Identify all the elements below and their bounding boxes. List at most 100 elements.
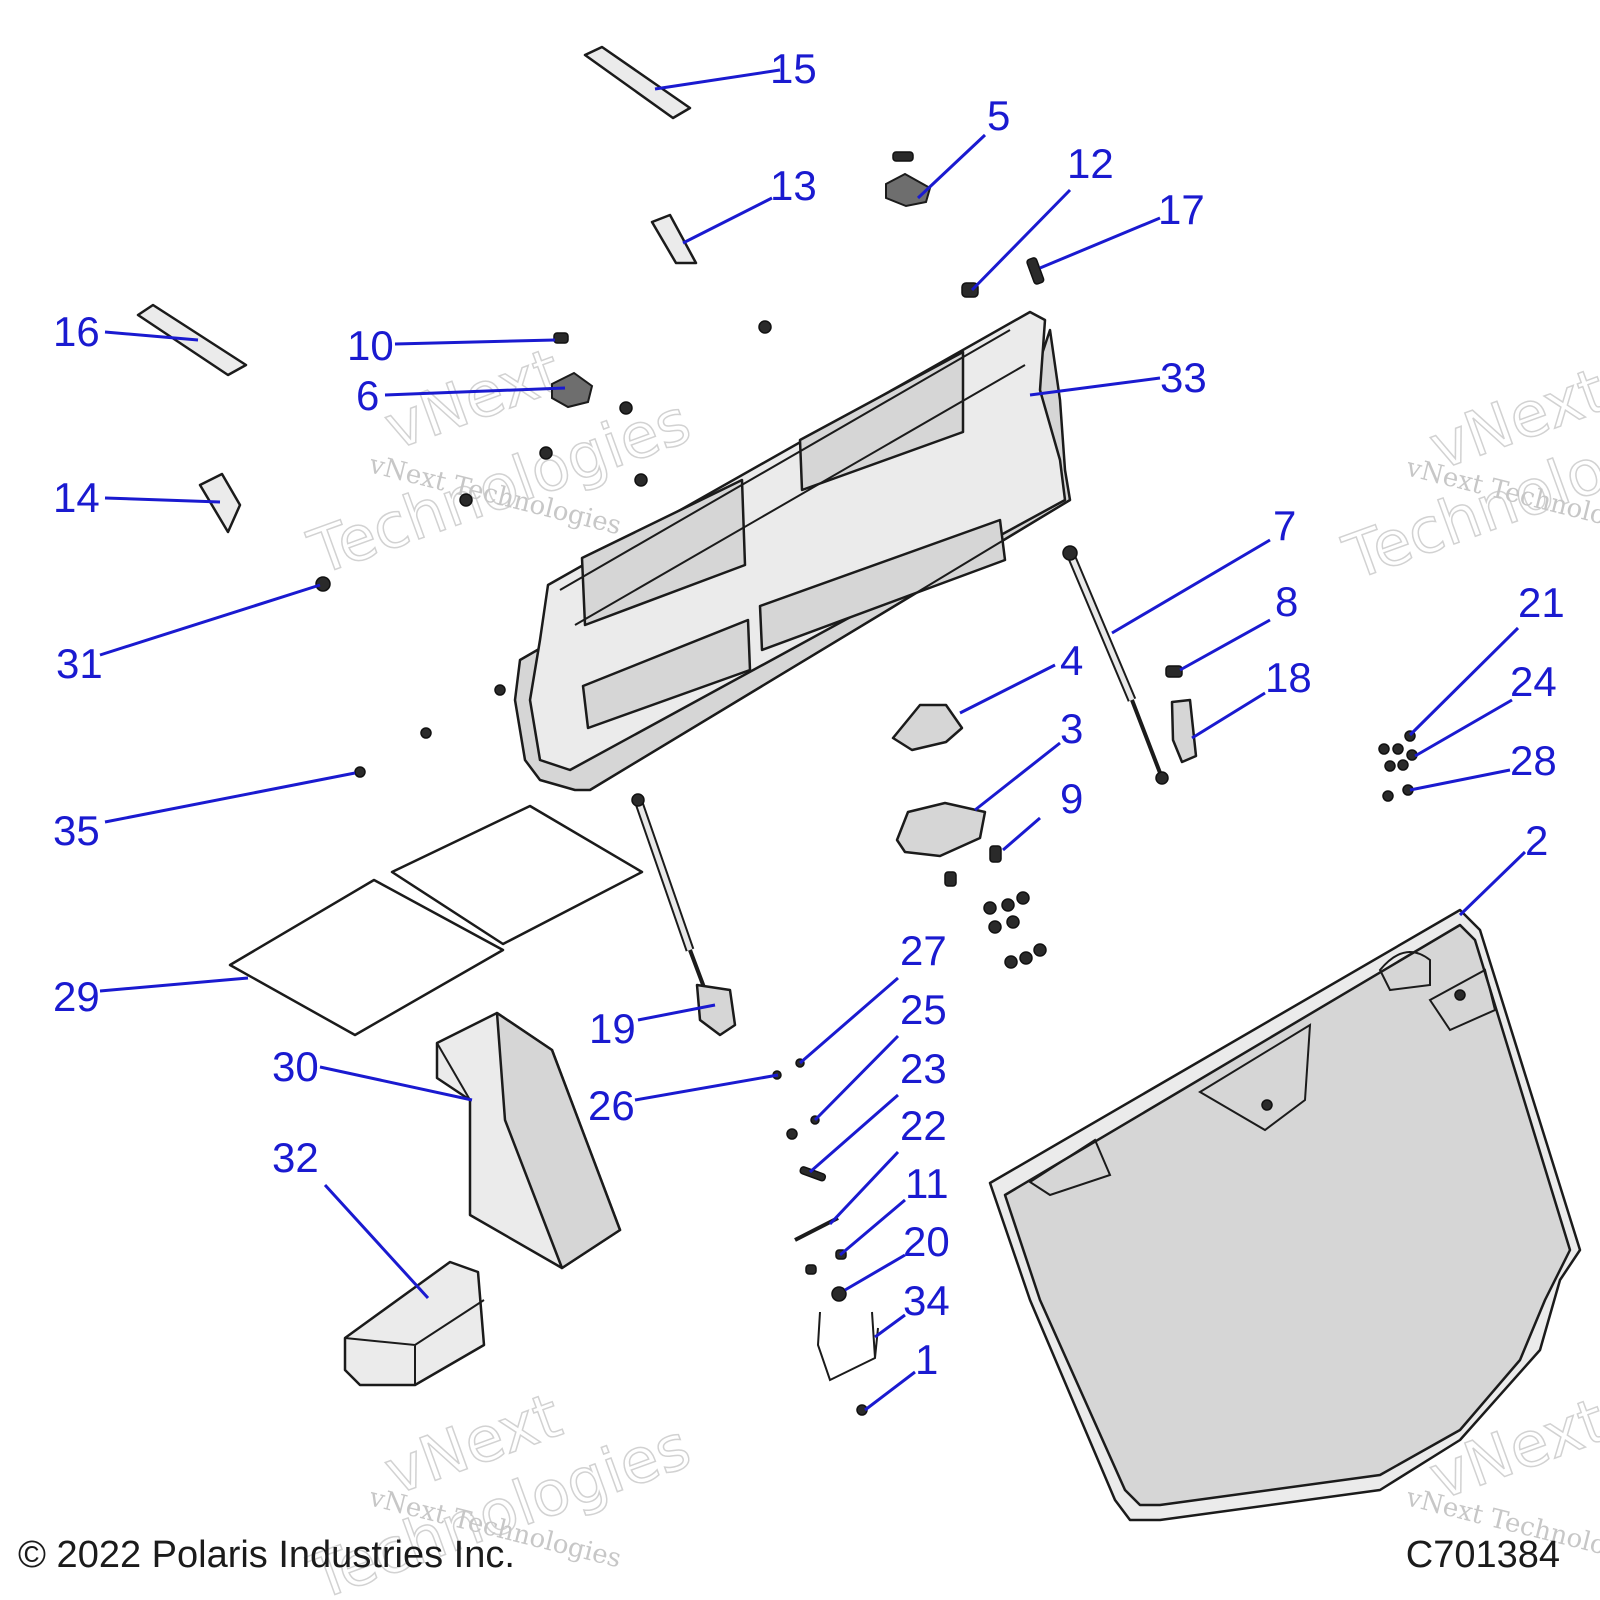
leader-7 — [1111, 538, 1271, 635]
leader-22 — [828, 1150, 900, 1226]
figure-id: C701384 — [1405, 1534, 1560, 1576]
callout-32: 32 — [272, 1134, 319, 1181]
leader-27 — [799, 976, 899, 1065]
callout-5: 5 — [987, 92, 1010, 139]
part-33-panel — [513, 310, 1072, 792]
leader-12 — [970, 188, 1072, 292]
callout-27: 27 — [900, 927, 947, 974]
washer — [786, 1128, 798, 1140]
callout-29: 29 — [53, 973, 100, 1020]
part-7-strut — [1062, 545, 1169, 785]
part-19-strut — [631, 793, 737, 1037]
fastener — [619, 401, 633, 415]
callout-34: 34 — [903, 1277, 950, 1324]
screw — [494, 684, 506, 696]
part-34-clip — [816, 1311, 879, 1382]
callout-31: 31 — [56, 640, 103, 687]
callout-6: 6 — [356, 372, 379, 419]
callout-24: 24 — [1510, 658, 1557, 705]
leader-9 — [1002, 816, 1041, 852]
leader-5 — [916, 133, 987, 200]
screw — [420, 727, 432, 739]
callout-23: 23 — [900, 1045, 947, 1092]
leader-29 — [99, 976, 249, 993]
part-9-bolt — [989, 845, 1002, 863]
part-15-strip — [583, 45, 692, 120]
leader-4 — [959, 663, 1056, 715]
leader-1 — [864, 1370, 916, 1412]
callout-17: 17 — [1158, 186, 1205, 233]
callout-8: 8 — [1275, 578, 1298, 625]
leader-13 — [682, 196, 773, 245]
callout-20: 20 — [903, 1218, 950, 1265]
leader-14 — [104, 496, 221, 504]
part-17-pin — [1026, 257, 1045, 285]
callout-7: 7 — [1273, 502, 1296, 549]
part-32-block — [343, 1260, 486, 1387]
part-13-pad — [650, 213, 698, 265]
leader-31 — [99, 583, 321, 657]
leader-lines — [99, 68, 1527, 1412]
part-8-stud — [1165, 665, 1183, 678]
leader-24 — [1414, 698, 1513, 758]
fastener — [634, 473, 648, 487]
leader-17 — [1039, 216, 1161, 270]
callout-21: 21 — [1518, 579, 1565, 626]
leader-19 — [637, 1003, 716, 1022]
callout-14: 14 — [53, 474, 100, 521]
callout-33: 33 — [1160, 354, 1207, 401]
leader-28 — [1409, 768, 1511, 792]
part-33-pocket-right — [798, 350, 965, 492]
leader-18 — [1191, 691, 1266, 740]
fastener — [539, 446, 553, 460]
part-29-gasket — [228, 804, 644, 1037]
callout-16: 16 — [53, 308, 100, 355]
bolt — [944, 871, 957, 887]
callout-10: 10 — [347, 322, 394, 369]
callout-35: 35 — [53, 807, 100, 854]
leader-26 — [634, 1073, 779, 1102]
leader-15 — [654, 68, 781, 91]
leader-11 — [839, 1198, 906, 1257]
leader-21 — [1408, 626, 1520, 737]
callout-2: 2 — [1525, 817, 1548, 864]
part-2-panel — [988, 908, 1582, 1522]
callout-4: 4 — [1060, 637, 1083, 684]
leader-34 — [874, 1313, 906, 1339]
callout-3: 3 — [1060, 705, 1083, 752]
part-35-screw — [354, 766, 366, 778]
callout-25: 25 — [900, 986, 947, 1033]
leader-8 — [1179, 618, 1271, 672]
part-14-pad — [198, 472, 242, 534]
callout-9: 9 — [1060, 775, 1083, 822]
fastener — [459, 493, 473, 507]
part-30-box — [435, 1011, 622, 1270]
callout-19: 19 — [589, 1005, 636, 1052]
part-33-pocket-left — [580, 478, 747, 627]
part-31-screw — [315, 576, 331, 592]
callout-labels: 15 5 12 17 13 16 10 6 33 14 31 7 8 4 18 … — [53, 45, 1565, 1383]
leader-25 — [813, 1034, 900, 1122]
nut — [805, 1264, 817, 1275]
callout-12: 12 — [1067, 140, 1114, 187]
nut-cluster-right — [1378, 730, 1418, 802]
callout-18: 18 — [1265, 654, 1312, 701]
leader-16 — [104, 330, 199, 342]
fastener — [758, 320, 772, 334]
copyright-text: © 2022 Polaris Industries Inc. — [18, 1534, 515, 1576]
callout-30: 30 — [272, 1043, 319, 1090]
callout-13: 13 — [770, 162, 817, 209]
callout-11: 11 — [905, 1160, 949, 1207]
leader-20 — [844, 1253, 906, 1292]
leader-6 — [384, 386, 566, 397]
leader-3 — [974, 741, 1061, 812]
callout-26: 26 — [588, 1082, 635, 1129]
leader-23 — [809, 1093, 899, 1174]
callout-15: 15 — [770, 45, 817, 92]
part-4-latch — [891, 703, 964, 752]
part-3-latch-housing — [895, 801, 987, 858]
leader-35 — [104, 771, 356, 824]
nut-cluster — [983, 891, 1047, 969]
watermark-top-right: vNext Technologies vNext Technologies — [1333, 353, 1600, 595]
